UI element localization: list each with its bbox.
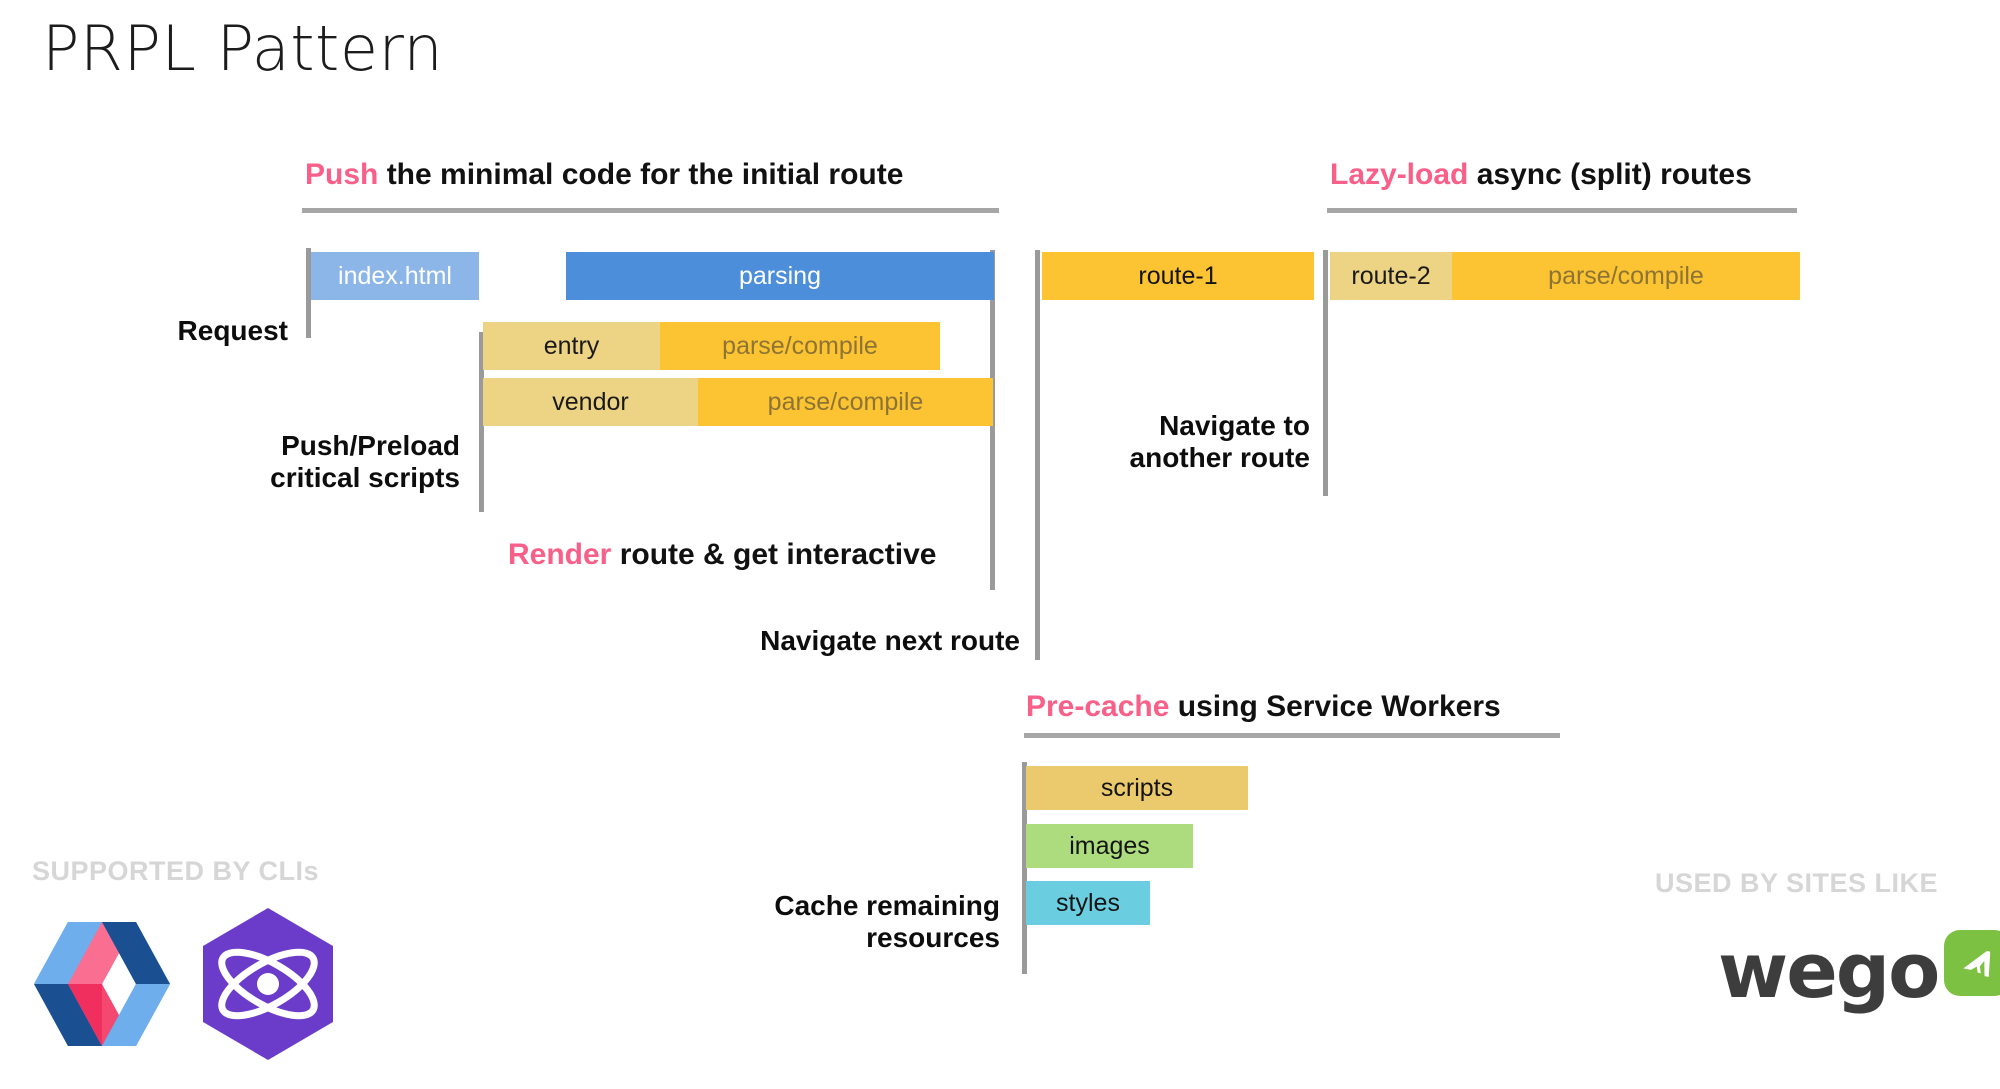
section-heading-lazy-accent: Lazy-load [1330, 158, 1469, 191]
label-cache-remaining: Cache remaining resources [774, 890, 1000, 953]
section-heading-push: Push the minimal code for the initial ro… [305, 158, 903, 192]
preact-logo [198, 908, 338, 1060]
wego-airplane-badge [1944, 930, 2000, 996]
airplane-icon [1963, 950, 1991, 977]
guide-line-navigate-next [1035, 250, 1040, 660]
section-rule-lazy [1327, 208, 1797, 213]
label-navigate-next: Navigate next route [760, 625, 1020, 656]
bar-segment-parsing: parsing [566, 252, 994, 300]
label-navigate-another: Navigate to another route [1129, 410, 1310, 473]
page-title: PRPL Pattern [42, 12, 444, 85]
bar-segment-entry-parse: parse/compile [660, 322, 940, 370]
section-heading-render: Render route & get interactive [508, 538, 936, 572]
wego-wordmark: wego [1718, 926, 1940, 1015]
footer-caption-left: SUPPORTED BY CLIs [32, 856, 320, 886]
section-heading-precache: Pre-cache using Service Workers [1026, 690, 1501, 724]
section-heading-push-accent: Push [305, 158, 379, 191]
bar-parsing: parsing [566, 252, 994, 300]
guide-line-navigate-another [1323, 250, 1328, 496]
guide-line-cache [1022, 762, 1027, 974]
bar-styles: styles [1026, 881, 1150, 925]
bar-segment-scripts: scripts [1026, 766, 1248, 810]
section-heading-lazy: Lazy-load async (split) routes [1330, 158, 1752, 192]
bar-segment-vendor-parse: parse/compile [698, 378, 993, 426]
section-heading-precache-rest: using Service Workers [1169, 690, 1501, 723]
guide-line-request [306, 248, 311, 338]
section-heading-push-rest: the minimal code for the initial route [378, 158, 904, 191]
bar-route-2: route-2 parse/compile [1330, 252, 1800, 300]
bar-segment-images: images [1026, 824, 1193, 868]
bar-segment-route-1: route-1 [1042, 252, 1314, 300]
bar-entry: entry parse/compile [483, 322, 940, 370]
bar-route-1: route-1 [1042, 252, 1314, 300]
polymer-logo [34, 922, 170, 1046]
bar-segment-route-2-load: route-2 [1330, 252, 1452, 300]
bar-segment-index-html: index.html [311, 252, 479, 300]
bar-vendor: vendor parse/compile [483, 378, 993, 426]
section-heading-lazy-rest: async (split) routes [1468, 158, 1752, 191]
bar-segment-styles: styles [1026, 881, 1150, 925]
section-heading-precache-accent: Pre-cache [1026, 690, 1170, 723]
section-heading-render-accent: Render [508, 538, 612, 571]
section-rule-precache [1024, 733, 1560, 738]
label-request: Request [177, 315, 288, 346]
section-heading-render-rest: route & get interactive [611, 538, 937, 571]
label-push-preload: Push/Preload critical scripts [270, 430, 460, 493]
guide-line-push-preload [479, 332, 484, 512]
bar-images: images [1026, 824, 1193, 868]
bar-segment-vendor-load: vendor [483, 378, 698, 426]
wego-logo: wego [1718, 930, 2000, 1012]
bar-segment-entry-load: entry [483, 322, 660, 370]
footer-caption-right: USED BY SITES LIKE [1655, 868, 1939, 898]
bar-index-html: index.html [311, 252, 479, 300]
section-rule-push [302, 208, 999, 213]
bar-scripts: scripts [1026, 766, 1248, 810]
bar-segment-route-2-parse: parse/compile [1452, 252, 1800, 300]
